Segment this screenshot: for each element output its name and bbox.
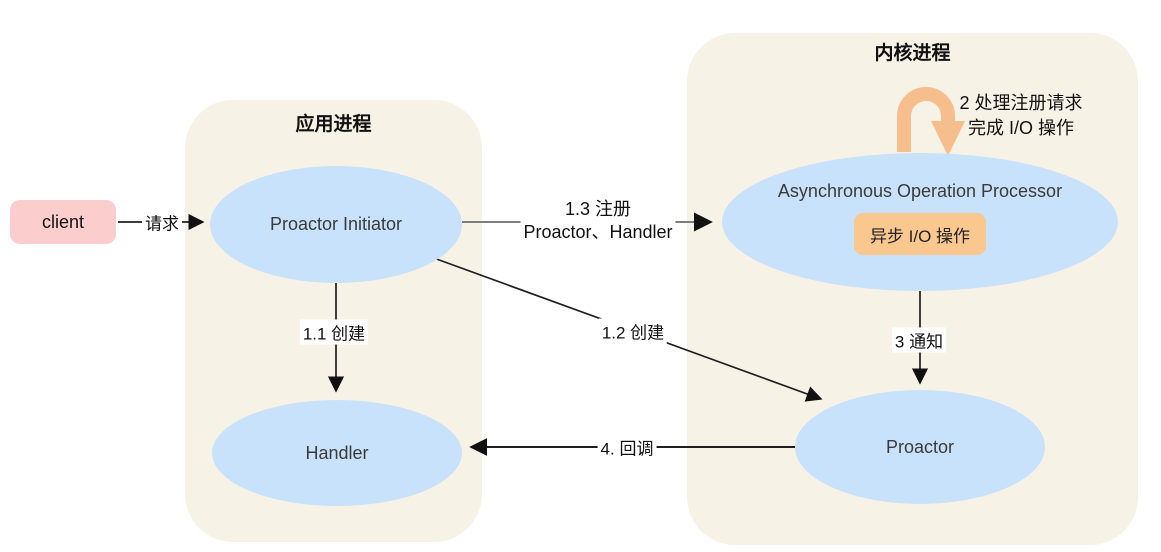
async-io-operation-label: 异步 I/O 操作 <box>869 226 971 246</box>
client-label: client <box>41 211 85 232</box>
notify-edge-label: 3 通知 <box>891 327 947 353</box>
kernel-process-title: 内核进程 <box>874 43 951 64</box>
proactor-initiator-node: Proactor Initiator <box>210 166 462 283</box>
kernel-loop-annotation-line2: 完成 I/O 操作 <box>967 118 1075 138</box>
register-edge-label: 1.3 注册 Proactor、Handler <box>520 198 676 244</box>
handler-node: Handler <box>212 400 462 506</box>
async-operation-processor-node: Asynchronous Operation Processor 异步 I/O … <box>722 153 1118 291</box>
handler-label: Handler <box>305 442 369 463</box>
client-node: client <box>10 200 116 244</box>
callback-edge-label: 4. 回调 <box>597 434 657 460</box>
async-io-operation-box: 异步 I/O 操作 <box>854 213 986 255</box>
register-edge-label-line1: 1.3 注册 <box>564 199 632 219</box>
register-edge-label-line2: Proactor、Handler <box>523 222 673 242</box>
app-process-title: 应用进程 <box>295 114 372 135</box>
proactor-initiator-label: Proactor Initiator <box>269 214 403 234</box>
create-proactor-edge-label: 1.2 创建 <box>598 318 668 344</box>
create-handler-edge-label: 1.1 创建 <box>299 319 369 345</box>
request-edge-label: 请求 <box>142 209 182 235</box>
kernel-loop-annotation: 2 处理注册请求 完成 I/O 操作 <box>959 91 1082 141</box>
proactor-node: Proactor <box>795 390 1045 504</box>
proactor-label: Proactor <box>885 436 955 457</box>
async-operation-processor-label: Asynchronous Operation Processor <box>777 181 1063 201</box>
kernel-loop-annotation-line1: 2 处理注册请求 <box>959 93 1083 113</box>
